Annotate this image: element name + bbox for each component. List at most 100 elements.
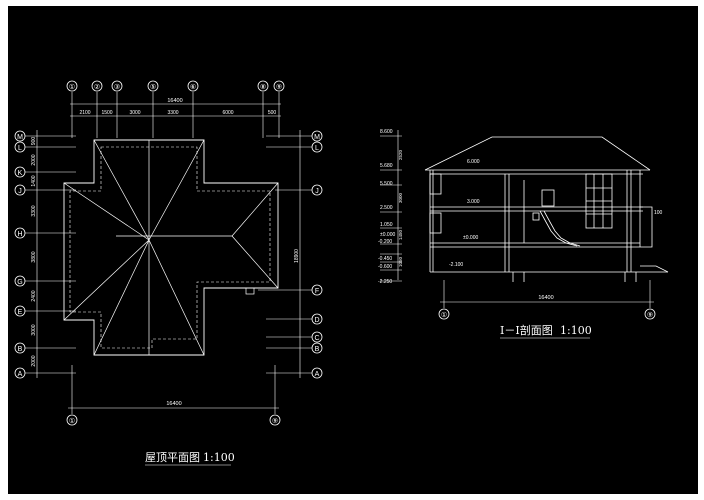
roof-top-axis-label-6: ⑥ [190,83,196,91]
roof-left-axis-label-M: M [17,134,23,141]
roof-top-axis-bubble-3: ③ [111,80,123,92]
wall-line-dashed [69,146,271,349]
roof-outline [63,139,279,356]
section-level-4: 2.500 [380,205,393,211]
roof-left-axis-bubble-E: E [14,305,26,317]
roof-bottom-axis-bubble-9: ⑨ [269,414,281,426]
section-inner-level-3: ±0.000 [463,235,478,241]
roof-left-axis-bubble-L: L [14,141,26,153]
roof-left-dim-2: 2000 [31,154,37,165]
roof-right-axis-bubble-J: J [311,184,323,196]
roof-bottom-axis-bubble-1: ① [66,414,78,426]
section-bottom-dimension-lines [440,280,654,308]
section-level-5: 1.050 [380,222,393,228]
roof-right-axis-label-D: D [314,317,319,324]
roof-left-axis-label-E: E [18,309,23,316]
roof-left-dim-7: 3000 [31,324,37,335]
section-level-3: 5.500 [380,181,393,187]
roof-hip-lines [63,139,279,356]
roof-top-axis-bubble-8: ⑧ [257,80,269,92]
roof-left-axis-bubble-A: A [14,367,26,379]
roof-right-axis-label-C: C [314,335,319,342]
roof-left-dim-4: 3300 [31,205,37,216]
section-level-7: -0.200 [378,239,392,245]
roof-top-axis-bubble-2: ② [91,80,103,92]
roof-left-dimension-lines [25,130,76,378]
section-building [424,136,669,282]
roof-top-dim-1: 2100 [79,110,90,116]
roof-left-axis-bubble-B: B [14,342,26,354]
roof-top-total-dimension: 16400 [167,98,182,104]
roof-right-axis-bubble-C: C [311,331,323,343]
roof-top-dim-5: 6000 [222,110,233,116]
roof-top-axis-label-9: ⑨ [276,83,282,91]
roof-top-dim-6: 500 [268,110,277,116]
roof-left-axis-label-G: G [17,279,22,286]
section-caption: Ⅰ－Ⅰ剖面图 1:100 [500,323,592,339]
roof-left-axis-bubble-H: H [14,227,26,239]
section-title: Ⅰ－Ⅰ剖面图 [500,323,553,337]
roof-right-axis-label-F: F [315,288,319,295]
roof-plan: ① ② ③ ⑤ ⑥ ⑧ ⑨ [14,80,323,466]
roof-top-axis-label-5: ⑤ [150,83,156,91]
section-level-2: 5.680 [380,163,393,169]
roof-right-axis-label-A: A [315,371,320,378]
roof-top-axis-bubble-1: ① [66,80,78,92]
roof-right-axis-label-B: B [315,346,320,353]
roof-right-axis-label-J: J [315,188,319,195]
roof-bottom-axis-label-1: ① [69,417,75,425]
roof-right-axis-bubble-M: M [311,130,323,142]
roof-left-axis-label-J: J [18,188,22,195]
roof-left-dim-5: 3800 [31,251,37,262]
roof-right-axis-bubble-F: F [311,284,323,296]
section-left-dim-1: 2520 [398,149,403,160]
section-level-10: -2.250 [378,279,392,285]
roof-top-dim-2: 1500 [101,110,112,116]
section-left-dim-4: 1050 [398,256,403,267]
section-left-dim-2: 3000 [398,192,403,203]
section-right-dim: 100 [654,210,663,216]
roof-left-axis-bubble-G: G [14,275,26,287]
roof-top-axis-bubble-6: ⑥ [187,80,199,92]
roof-left-dim-8: 2000 [31,355,37,366]
roof-right-axis-bubble-B: B [311,342,323,354]
cad-drawing-frame [8,6,698,494]
roof-right-axis-bubble-L: L [311,141,323,153]
roof-left-dim-3: 1400 [31,175,37,186]
roof-top-axis-bubble-5: ⑤ [147,80,159,92]
roof-top-axis-label-8: ⑧ [260,83,266,91]
section-bottom-axis-bubble-1: ① [438,308,450,320]
roof-top-dim-3: 3000 [129,110,140,116]
section-scale: 1:100 [560,324,592,337]
section-level-8: -0.450 [378,256,392,262]
roof-top-axis-bubble-9: ⑨ [273,80,285,92]
roof-left-axis-label-A: A [18,371,23,378]
section-bottom-axis-bubble-9: ⑨ [644,308,656,320]
roof-vent [245,287,255,295]
roof-plan-caption: 屋顶平面图 1:100 [145,451,235,466]
roof-left-axis-label-B: B [18,346,23,353]
roof-right-total-dimension: 18900 [294,249,300,263]
roof-top-axis-label-2: ② [94,83,100,91]
roof-bottom-dimension-lines [68,365,279,414]
section-left-dim-3: 1450 [398,229,403,240]
roof-left-dim-1: 900 [31,137,37,146]
section-bottom-axis-label-9: ⑨ [647,311,653,319]
section-drawing: 8.600 5.680 5.500 2.500 1.050 ±0.000 -0.… [378,129,669,339]
section-left-level-lines [380,130,402,282]
section-level-1: 8.600 [380,129,393,135]
section-level-9: -0.600 [378,264,392,270]
roof-right-axis-label-M: M [314,134,320,141]
roof-top-dim-4: 3300 [167,110,178,116]
section-inner-level-2: 3.000 [467,199,480,205]
roof-left-axis-label-H: H [17,231,22,238]
roof-left-dim-6: 2400 [31,290,37,301]
roof-left-axis-bubble-M: M [14,130,26,142]
roof-left-axis-bubble-K: K [14,166,26,178]
section-inner-level-1: 6.000 [467,159,480,165]
roof-bottom-total-dimension: 16400 [166,401,181,407]
roof-left-axis-label-L: L [18,145,22,152]
roof-bottom-axis-label-9: ⑨ [272,417,278,425]
